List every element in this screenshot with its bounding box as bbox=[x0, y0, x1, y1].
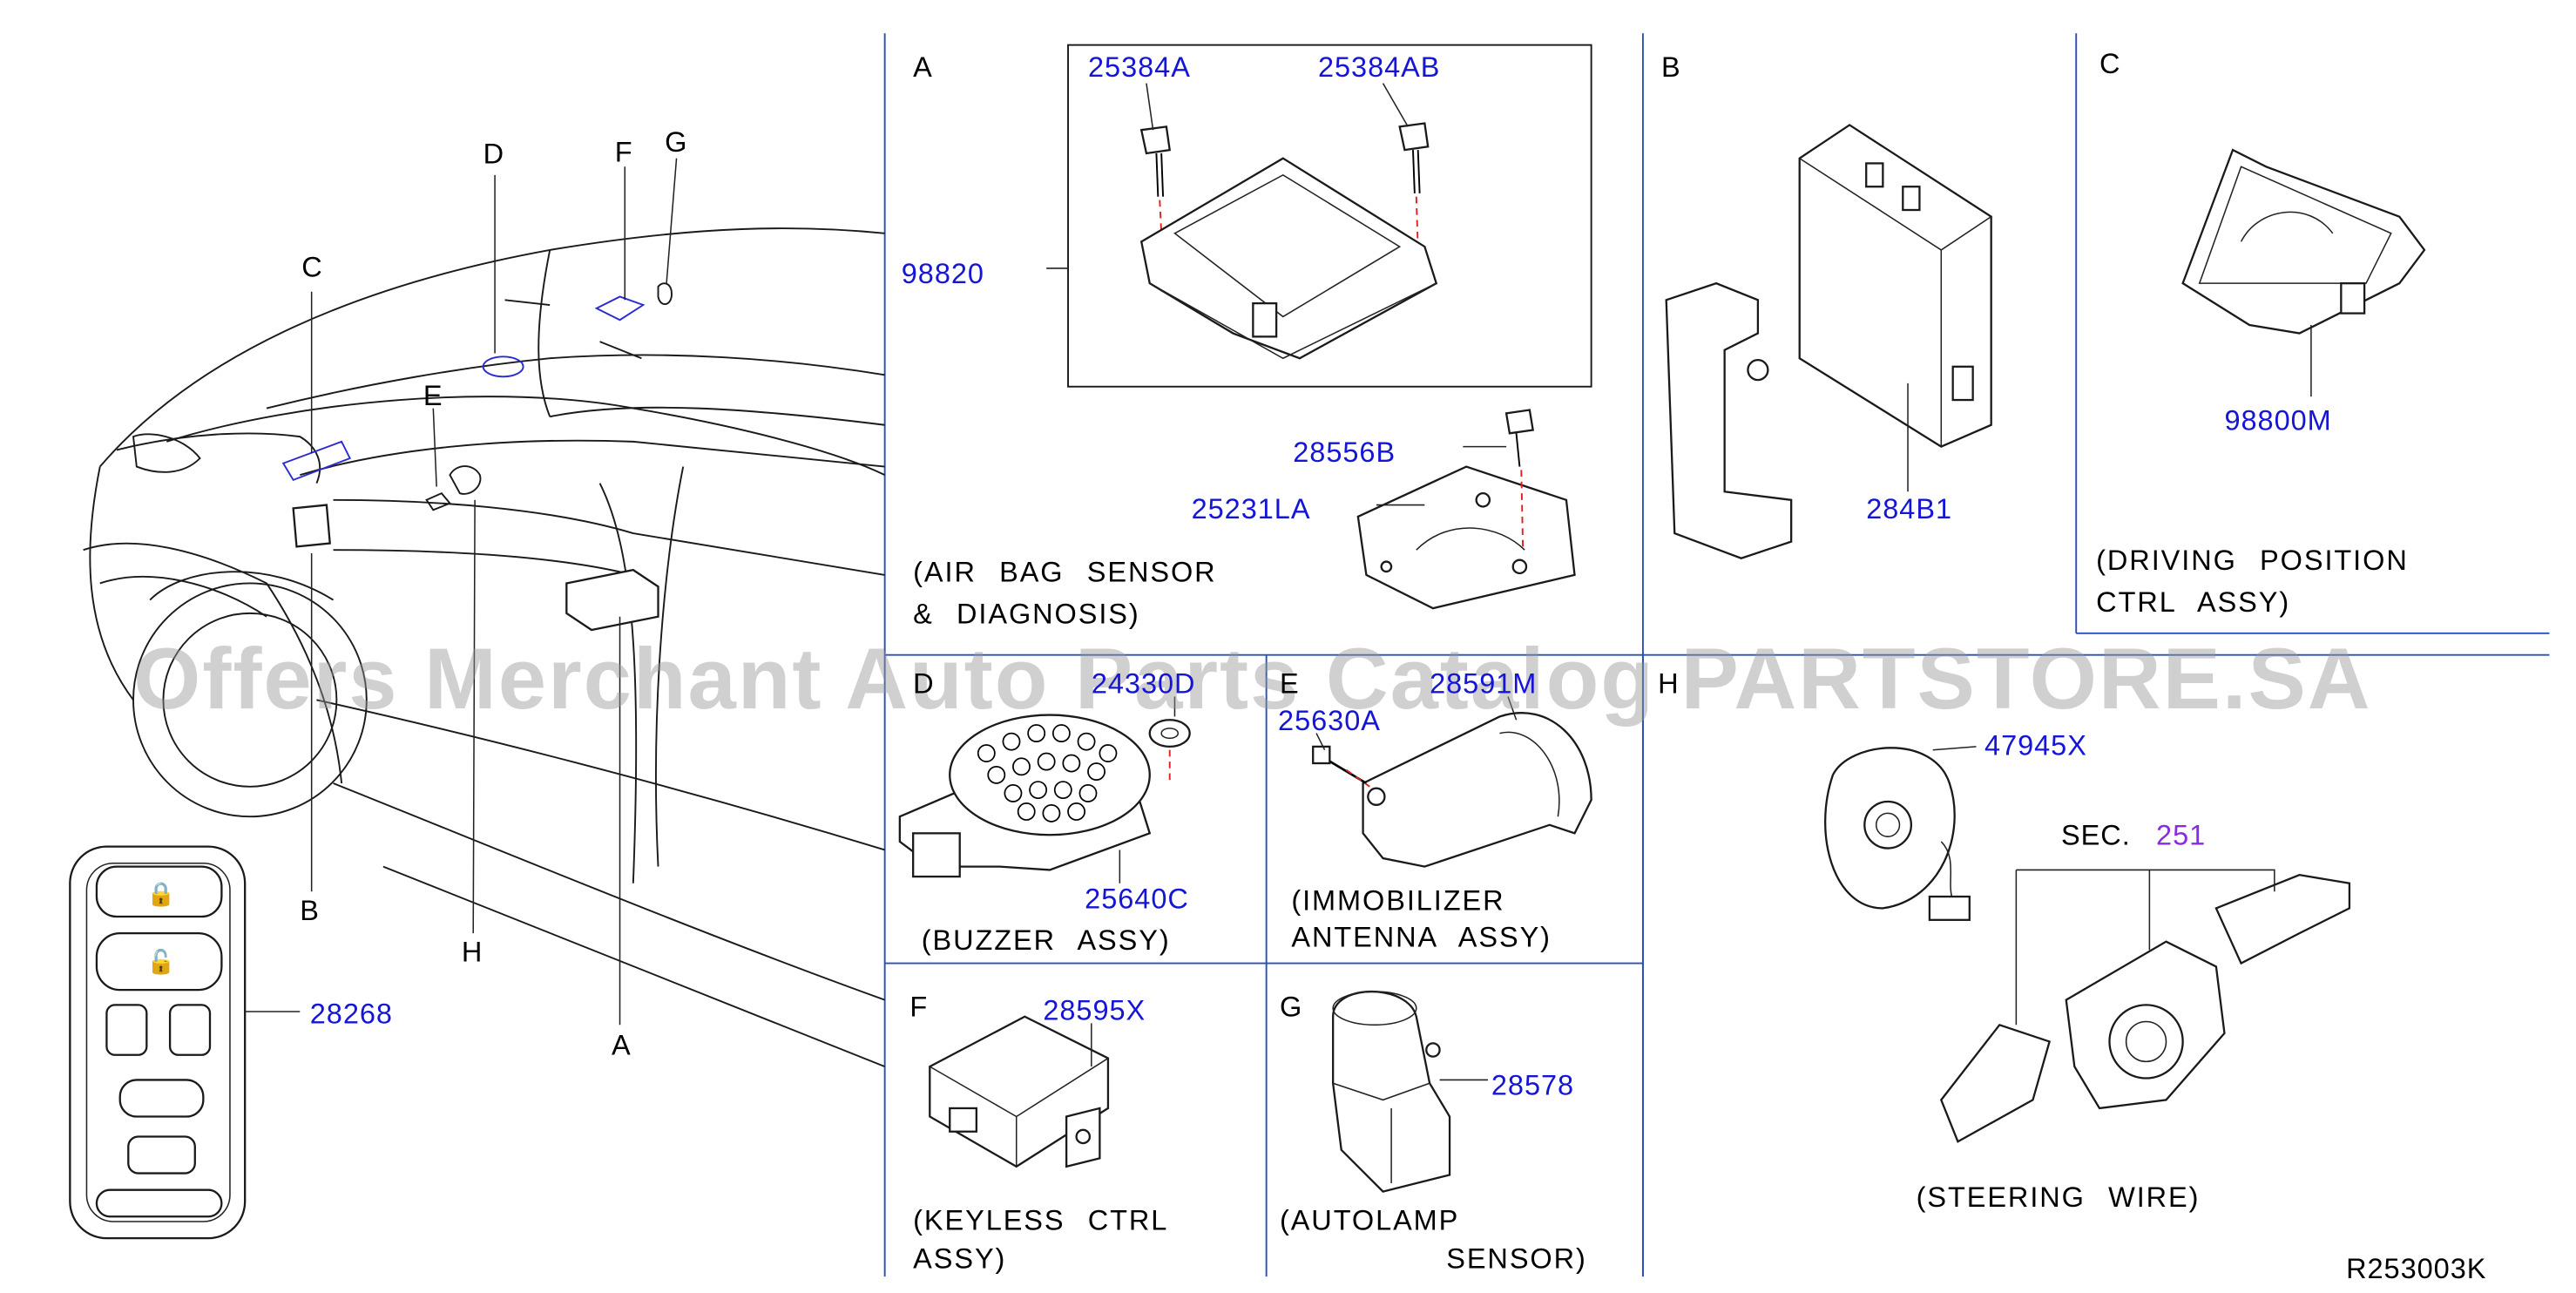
svg-text:🔒: 🔒 bbox=[146, 881, 175, 908]
vehicle-outline bbox=[83, 227, 886, 1068]
panel-d-letter: D bbox=[913, 667, 935, 701]
part-25384a[interactable]: 25384A bbox=[1087, 51, 1191, 84]
panel-a-caption-line1: (AIR BAG SENSOR bbox=[913, 556, 1217, 589]
callout-b: B bbox=[300, 895, 320, 927]
part-25630a[interactable]: 25630A bbox=[1278, 705, 1381, 737]
panel-e-caption-line2: ANTENNA ASSY) bbox=[1291, 921, 1552, 954]
callout-a: A bbox=[611, 1030, 632, 1062]
part-24330d[interactable]: 24330D bbox=[1091, 667, 1196, 701]
panel-f-drawing bbox=[929, 1015, 1110, 1168]
part-28595x[interactable]: 28595X bbox=[1043, 994, 1146, 1027]
part-28578[interactable]: 28578 bbox=[1491, 1069, 1575, 1102]
part-25640c[interactable]: 25640C bbox=[1085, 883, 1189, 916]
panel-e-drawing bbox=[1312, 696, 1592, 868]
panel-f-letter: F bbox=[909, 992, 929, 1024]
watermark: Offers Merchant Auto Parts Catalog PARTS… bbox=[133, 631, 2372, 728]
callout-d: D bbox=[483, 138, 505, 171]
panel-g-caption-line2: SENSOR) bbox=[1446, 1242, 1587, 1276]
panel-g-caption-line1: (AUTOLAMP bbox=[1279, 1204, 1460, 1237]
part-25384ab[interactable]: 25384AB bbox=[1317, 51, 1441, 84]
part-28556b[interactable]: 28556B bbox=[1293, 437, 1396, 469]
panel-dividers bbox=[883, 33, 2550, 1277]
panel-d-caption: (BUZZER ASSY) bbox=[921, 924, 1171, 957]
panel-b-drawing bbox=[1665, 124, 1992, 559]
part-98820[interactable]: 98820 bbox=[901, 258, 984, 290]
panel-c-caption-line1: (DRIVING POSITION bbox=[2096, 545, 2409, 577]
panel-c-drawing bbox=[2181, 148, 2426, 397]
key-fob-part-number[interactable]: 28268 bbox=[309, 998, 393, 1031]
panel-h-caption: (STEERING WIRE) bbox=[1916, 1181, 2201, 1214]
panel-c-caption-line2: CTRL ASSY) bbox=[2096, 586, 2291, 619]
panel-f-caption-line1: (KEYLESS CTRL bbox=[913, 1204, 1169, 1237]
part-25231la[interactable]: 25231LA bbox=[1191, 493, 1311, 525]
panel-d-drawing bbox=[898, 696, 1191, 883]
callout-c: C bbox=[301, 251, 323, 284]
panel-f-caption-line2: ASSY) bbox=[913, 1242, 1007, 1276]
callout-e: E bbox=[423, 380, 443, 412]
panel-g-letter: G bbox=[1279, 992, 1303, 1024]
vehicle-callout-leaders bbox=[310, 158, 678, 1026]
section-label: SEC. bbox=[2061, 820, 2131, 852]
panel-a-caption-line2: & DIAGNOSIS) bbox=[913, 598, 1140, 631]
panel-e-caption-line1: (IMMOBILIZER bbox=[1291, 884, 1505, 917]
svg-text:🔓: 🔓 bbox=[146, 948, 175, 976]
part-284b1[interactable]: 284B1 bbox=[1866, 493, 1953, 525]
callout-h: H bbox=[461, 936, 483, 969]
panel-h-drawing bbox=[1824, 746, 2351, 1143]
panel-g-drawing bbox=[1332, 991, 1489, 1193]
diagram-reference-code: R253003K bbox=[2346, 1253, 2487, 1285]
part-98800m[interactable]: 98800M bbox=[2224, 404, 2332, 437]
section-number[interactable]: 251 bbox=[2156, 820, 2207, 852]
panel-c-letter: C bbox=[2099, 48, 2121, 80]
callout-f: F bbox=[614, 136, 633, 169]
callout-g: G bbox=[665, 126, 688, 159]
key-fob-drawing: 🔒 🔓 bbox=[69, 845, 301, 1240]
panel-h-letter: H bbox=[1658, 667, 1680, 701]
part-28591m[interactable]: 28591M bbox=[1430, 667, 1538, 701]
panel-a-drawing bbox=[1046, 44, 1592, 610]
panel-a-letter: A bbox=[913, 51, 933, 84]
panel-b-letter: B bbox=[1660, 51, 1681, 84]
part-47945x[interactable]: 47945X bbox=[1984, 729, 2087, 762]
panel-e-letter: E bbox=[1279, 667, 1300, 701]
